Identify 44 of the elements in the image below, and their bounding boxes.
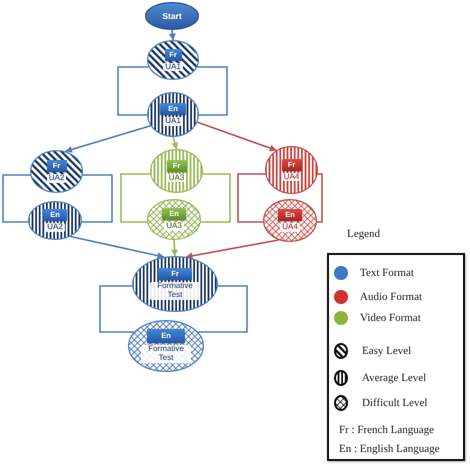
connector-line xyxy=(197,66,228,116)
legend-label: Average Level xyxy=(362,372,426,384)
node-label: UA2 xyxy=(45,223,65,232)
legend-label: Difficult Level xyxy=(362,397,428,409)
node-label: Formative Test xyxy=(150,282,200,300)
crosshatched-ellipse xyxy=(147,199,201,240)
connector-line xyxy=(99,285,134,333)
arrow xyxy=(168,30,176,40)
connector-line xyxy=(117,66,149,116)
connector-line xyxy=(198,285,248,333)
arrow xyxy=(197,121,277,152)
node-label: Start xyxy=(162,12,182,20)
diagonal-striped-ellipse xyxy=(30,150,83,193)
connector-line xyxy=(237,173,266,223)
legend-label: Audio Format xyxy=(360,291,422,303)
legend-title: Legend xyxy=(347,228,380,242)
connector-line xyxy=(316,173,323,223)
arrow xyxy=(186,239,279,260)
vertical-striped-ellipse xyxy=(265,146,318,194)
arrow xyxy=(171,240,178,256)
legend-label: Text Format xyxy=(360,267,414,279)
node-label: UA3 xyxy=(164,222,184,231)
legend-label: Easy Level xyxy=(362,345,412,357)
connector-line xyxy=(200,173,231,223)
legend-note: Fr : French Language xyxy=(339,424,434,438)
legend-note: En : English Language xyxy=(339,443,440,456)
vertical-striped-ellipse xyxy=(28,201,82,240)
diagonal-striped-ellipse xyxy=(147,40,199,80)
legend-label: Video Format xyxy=(360,312,421,324)
connector-line xyxy=(2,174,30,223)
node-label: UA2 xyxy=(46,174,66,183)
vertical-striped-ellipse xyxy=(132,256,218,312)
node-label: Formative Test xyxy=(141,345,191,363)
crosshatched-ellipse xyxy=(263,199,317,242)
node-label: UA4 xyxy=(280,223,300,232)
arrow xyxy=(70,236,164,260)
vertical-striped-ellipse xyxy=(147,92,199,137)
arrow xyxy=(171,136,178,150)
arrow xyxy=(65,125,151,153)
connector-line xyxy=(82,174,113,223)
crosshatched-ellipse xyxy=(128,320,204,372)
start-ellipse xyxy=(145,2,199,30)
vertical-striped-ellipse xyxy=(150,149,203,193)
node-label: UA1 xyxy=(163,117,183,126)
